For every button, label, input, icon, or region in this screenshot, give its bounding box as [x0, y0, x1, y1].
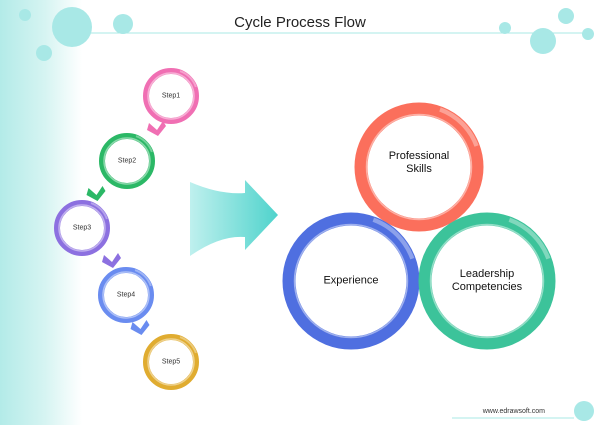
- bubble-decoration: [582, 28, 594, 40]
- decorative-bubbles: [19, 7, 594, 421]
- step-circle: [99, 133, 155, 189]
- step-circle: [143, 68, 199, 124]
- outcome-circle: [282, 212, 420, 350]
- chevron-down-icon: [147, 121, 166, 136]
- step-label: Step4: [116, 291, 136, 299]
- page-title: Cycle Process Flow: [234, 14, 366, 31]
- outcome-circle: [418, 212, 556, 350]
- step-label: Step1: [161, 92, 181, 100]
- bubble-decoration: [52, 7, 92, 47]
- chevron-down-icon: [86, 186, 106, 201]
- outcome-label-leadership: Leadership Competencies: [437, 268, 537, 294]
- footer-url: www.edrawsoft.com: [482, 408, 545, 415]
- bubble-decoration: [530, 28, 556, 54]
- bubble-decoration: [499, 22, 511, 34]
- bubble-decoration: [574, 401, 594, 421]
- label-line: Experience: [323, 274, 379, 287]
- step-circle: [54, 200, 110, 256]
- step-label: Step5: [161, 358, 181, 366]
- bubble-decoration: [19, 9, 31, 21]
- outcome-label-experience: Experience: [301, 275, 401, 288]
- step-label: Step3: [72, 224, 92, 232]
- label-line: Competencies: [451, 281, 523, 293]
- label-line: Professional: [388, 150, 450, 162]
- chevron-down-icon: [102, 253, 121, 268]
- bubble-decoration: [113, 14, 133, 34]
- step-circle: [98, 267, 154, 323]
- bubble-decoration: [36, 45, 52, 61]
- label-line: Leadership: [459, 268, 515, 280]
- big-arrow-icon: [190, 180, 278, 256]
- label-line: Skills: [406, 163, 432, 175]
- outcome-circle: [354, 102, 484, 232]
- step-circle: [143, 334, 199, 390]
- chevron-down-icon: [130, 320, 150, 335]
- step-label: Step2: [117, 157, 137, 165]
- outcome-label-professional-skills: Professional Skills: [369, 150, 469, 176]
- bubble-decoration: [558, 8, 574, 24]
